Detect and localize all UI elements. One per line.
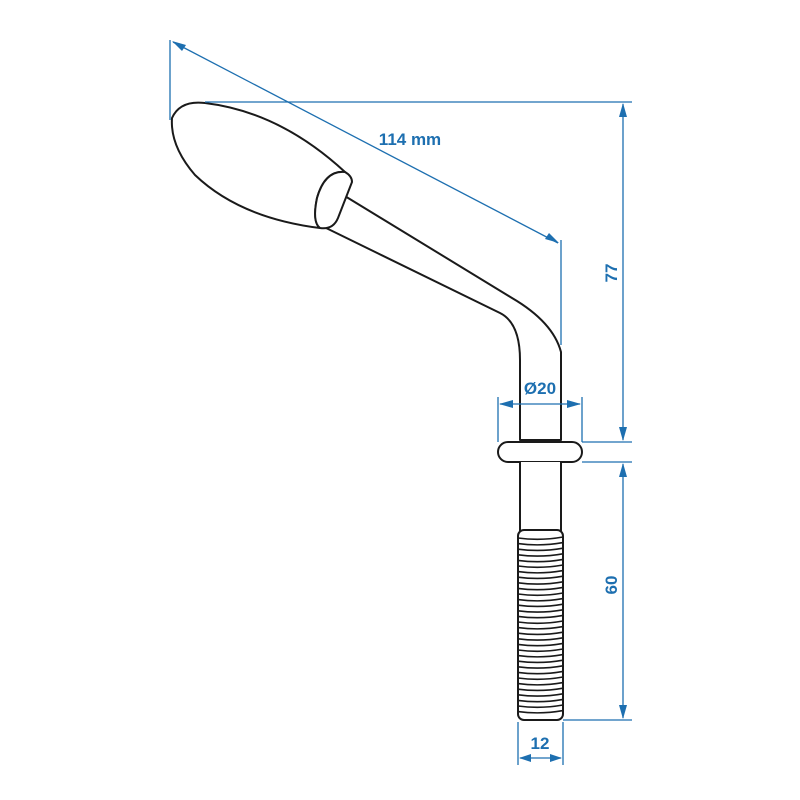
thread-body <box>517 529 564 721</box>
thread-length-label: 60 <box>602 576 621 595</box>
arrow-head <box>619 705 627 719</box>
flange <box>497 441 583 463</box>
thread-lines <box>517 536 564 714</box>
shank <box>519 461 562 533</box>
length-label: 114 mm <box>379 130 441 149</box>
arrow-head <box>619 463 627 477</box>
thread-diameter-label: 12 <box>531 734 550 753</box>
dimension-height: 77 <box>205 101 632 443</box>
diameter-label: Ø20 <box>524 379 556 398</box>
arrow-head <box>550 754 562 762</box>
arrow-head <box>172 41 186 51</box>
arrow-head <box>619 103 627 117</box>
arrow-head <box>545 233 559 243</box>
dimension-thread-length: 60 <box>563 461 632 721</box>
arrow-head <box>619 427 627 441</box>
dimensions: 114 mm 77 Ø20 60 <box>169 40 632 765</box>
dimension-diameter: Ø20 <box>497 379 583 442</box>
dimension-thread-diameter: 12 <box>517 722 564 765</box>
knob-collar <box>314 170 353 230</box>
arrow-head <box>519 754 531 762</box>
threaded-section <box>517 529 564 721</box>
bent-rod <box>321 189 562 441</box>
dimension-length: 114 mm <box>169 40 562 345</box>
arrow-head <box>567 400 581 408</box>
arrow-head <box>499 400 513 408</box>
handle-part <box>170 101 583 721</box>
height-label: 77 <box>602 264 621 283</box>
